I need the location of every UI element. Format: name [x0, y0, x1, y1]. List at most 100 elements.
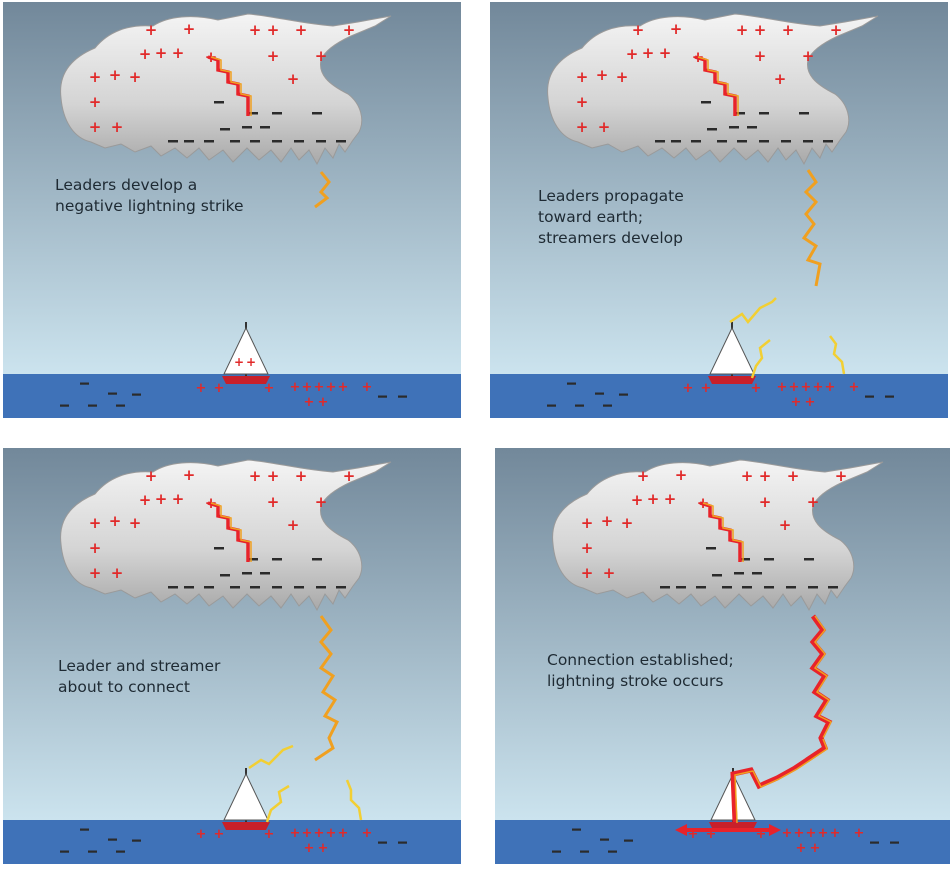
cloud-leader-edge	[697, 56, 739, 116]
positive-charge: +	[264, 827, 275, 842]
positive-charge: +	[805, 395, 816, 410]
negative-charge	[865, 395, 874, 398]
cloud-leader-edge	[210, 56, 252, 116]
negative-charge	[547, 404, 556, 407]
negative-charge	[378, 395, 387, 398]
positive-charge: +	[315, 47, 328, 65]
negative-charge	[759, 112, 769, 115]
positive-charge: +	[701, 381, 712, 396]
negative-charge	[336, 586, 346, 589]
positive-charge: +	[246, 355, 256, 369]
negative-charge	[804, 558, 814, 561]
negative-charge	[803, 140, 813, 143]
negative-charge	[764, 586, 774, 589]
positive-charge: +	[688, 827, 699, 842]
positive-charge: +	[581, 514, 594, 532]
positive-charge: +	[759, 493, 772, 511]
positive-charge: +	[214, 827, 225, 842]
positive-charge: +	[155, 44, 168, 62]
positive-charge: +	[343, 467, 356, 485]
stage-caption: Leaders develop a negative lightning str…	[55, 176, 244, 215]
arrow-left-icon	[675, 824, 687, 836]
sailboat-icon	[708, 322, 756, 384]
negative-charge	[272, 586, 282, 589]
negative-charge	[734, 572, 744, 575]
negative-charge	[230, 586, 240, 589]
streamer-mast	[729, 297, 777, 324]
positive-charge: +	[706, 827, 717, 842]
positive-charge: +	[314, 380, 325, 395]
return-stroke	[730, 737, 829, 823]
scene-2: ++++++++++++++++++++++++++++++	[490, 2, 948, 418]
negative-charge	[737, 140, 747, 143]
negative-charge	[316, 586, 326, 589]
negative-charge	[619, 393, 628, 396]
sailboat-icon	[222, 768, 270, 830]
positive-charge: +	[675, 466, 688, 484]
stage-panel-4: ++++++++++++++++++++++++++++++Connection…	[495, 448, 950, 864]
scene-4: ++++++++++++++++++++++++++++++	[495, 448, 950, 864]
positive-charge: +	[109, 66, 122, 84]
positive-charge: +	[111, 564, 124, 582]
positive-charge: +	[736, 21, 749, 39]
positive-charge: +	[249, 21, 262, 39]
positive-charge: +	[267, 21, 280, 39]
positive-charge: +	[642, 44, 655, 62]
negative-charge	[735, 112, 745, 115]
stage-caption: Connection established; lightning stroke…	[547, 651, 734, 690]
positive-charge: +	[830, 21, 843, 39]
boat-sail	[223, 326, 269, 375]
positive-charge: +	[302, 380, 313, 395]
boat-hull	[708, 376, 756, 384]
positive-charge: +	[290, 826, 301, 841]
positive-charge: +	[196, 827, 207, 842]
negative-charge	[312, 558, 322, 561]
negative-charge	[890, 841, 899, 844]
negative-charge	[168, 140, 178, 143]
positive-charge: +	[779, 516, 792, 534]
negative-charge	[88, 850, 97, 853]
positive-charge: +	[806, 826, 817, 841]
positive-charge: +	[172, 490, 185, 508]
negative-charge	[184, 140, 194, 143]
positive-charge: +	[616, 68, 629, 86]
negative-charge	[250, 586, 260, 589]
positive-charge: +	[659, 44, 672, 62]
negative-charge	[260, 572, 270, 575]
positive-charge: +	[362, 826, 373, 841]
negative-charge	[214, 101, 224, 104]
positive-charge: +	[632, 21, 645, 39]
positive-charge: +	[267, 467, 280, 485]
positive-charge: +	[598, 118, 611, 136]
negative-charge	[248, 558, 258, 561]
negative-charge	[242, 572, 252, 575]
positive-charge: +	[89, 118, 102, 136]
negative-charge	[204, 140, 214, 143]
negative-charge	[552, 850, 561, 853]
negative-charge	[600, 838, 609, 841]
streamer-mast	[248, 744, 294, 770]
negative-charge	[828, 586, 838, 589]
negative-charge	[312, 112, 322, 115]
negative-charge	[655, 140, 665, 143]
positive-charge: +	[626, 45, 639, 63]
negative-charge	[823, 140, 833, 143]
boat-sail	[223, 772, 269, 821]
boat-sail	[709, 326, 755, 375]
negative-charge	[294, 586, 304, 589]
negative-charge	[729, 126, 739, 129]
positive-charge: +	[326, 826, 337, 841]
positive-charge: +	[89, 564, 102, 582]
positive-charge: +	[304, 841, 315, 856]
negative-charge	[717, 140, 727, 143]
negative-charge	[108, 838, 117, 841]
negative-charge	[214, 547, 224, 550]
positive-charge: +	[267, 47, 280, 65]
positive-charge: +	[326, 380, 337, 395]
positive-charge: +	[295, 467, 308, 485]
positive-charge: +	[621, 514, 634, 532]
negative-charge	[168, 586, 178, 589]
stage-panel-2: ++++++++++++++++++++++++++++++Leaders pr…	[490, 2, 948, 418]
positive-charge: +	[129, 514, 142, 532]
positive-charge: +	[794, 826, 805, 841]
